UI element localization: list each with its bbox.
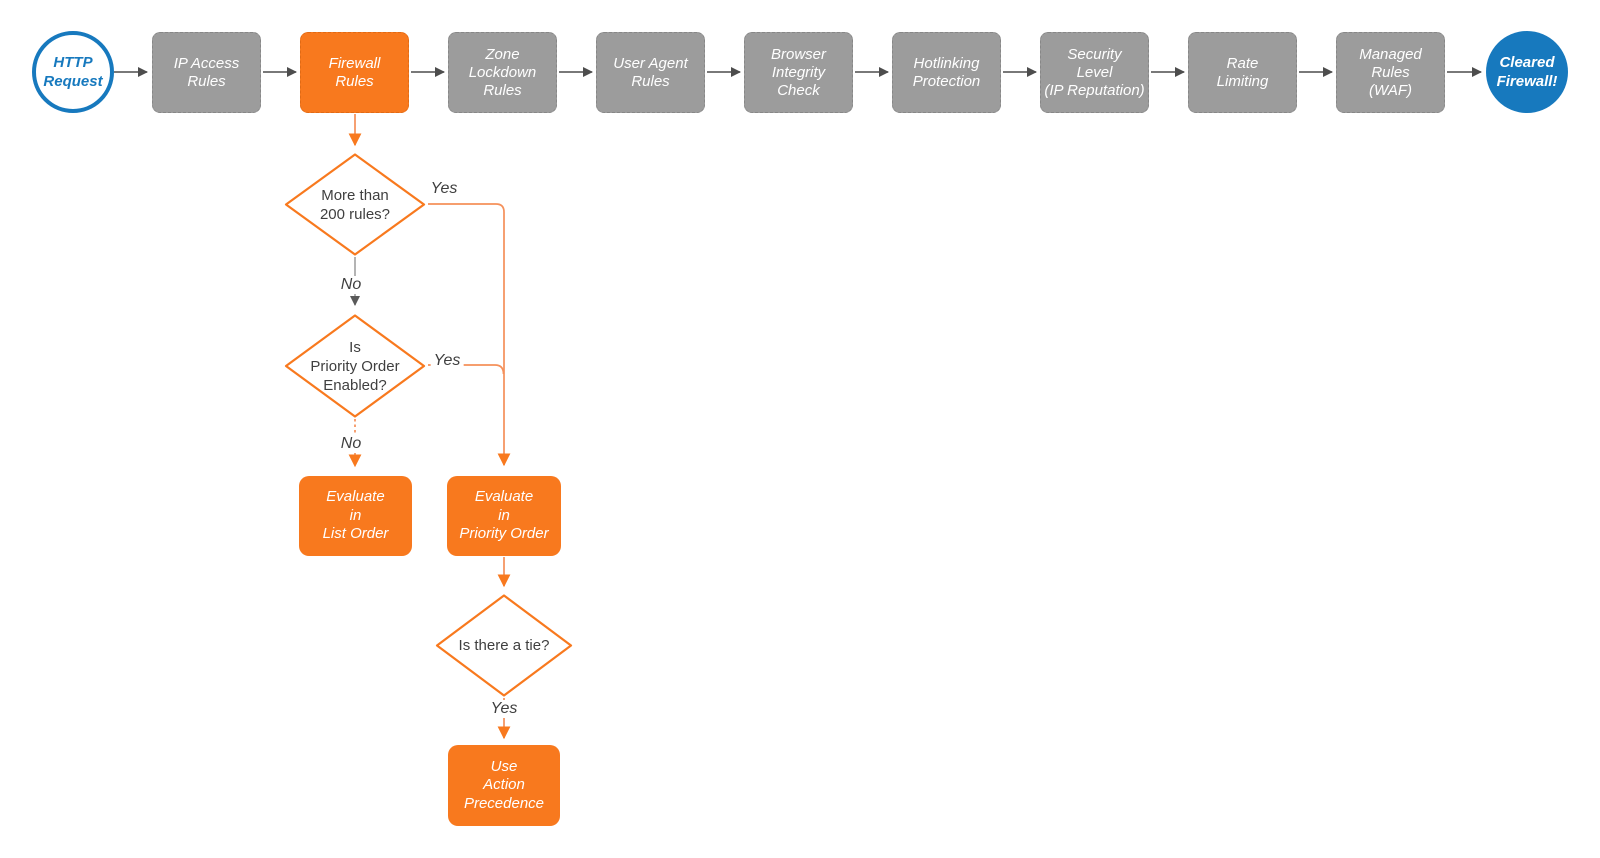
node-label: Rate Limiting — [1216, 54, 1269, 90]
diamond-shape — [284, 153, 426, 256]
node-security-level: Security Level (IP Reputation) — [1040, 32, 1149, 113]
node-label: Managed Rules (WAF) — [1359, 45, 1422, 99]
edge-label-no-2: No — [337, 435, 365, 453]
node-hotlinking-protection: Hotlinking Protection — [892, 32, 1001, 113]
node-firewall-rules: Firewall Rules — [300, 32, 409, 113]
node-zone-lockdown-rules: Zone Lockdown Rules — [448, 32, 557, 113]
decision-more-than-200-rules: More than 200 rules? — [283, 152, 427, 257]
node-label: Evaluate in Priority Order — [459, 488, 549, 543]
decision-priority-order-enabled: Is Priority Order Enabled? — [283, 313, 427, 419]
node-label: Firewall Rules — [328, 54, 381, 90]
decision-label: Is Priority Order Enabled? — [310, 338, 400, 394]
node-label: User Agent Rules — [613, 54, 688, 90]
action-use-action-precedence: Use Action Precedence — [448, 745, 560, 826]
diamond-shape — [284, 314, 426, 418]
edge-label-yes-2: Yes — [430, 352, 464, 370]
decision-label: Is there a tie? — [458, 637, 550, 654]
edge-label-yes-1: Yes — [427, 180, 461, 198]
action-evaluate-list-order: Evaluate in List Order — [299, 476, 412, 556]
node-label: HTTP Request — [43, 54, 103, 90]
diamond-shape — [435, 594, 573, 697]
node-ip-access-rules: IP Access Rules — [152, 32, 261, 113]
edge-decision1-yes — [428, 203, 511, 467]
edge-label-yes-3: Yes — [487, 700, 521, 718]
node-label: Zone Lockdown Rules — [468, 45, 537, 99]
decision-label: More than 200 rules? — [319, 186, 391, 223]
node-label: Browser Integrity Check — [770, 45, 826, 99]
node-rate-limiting: Rate Limiting — [1188, 32, 1297, 113]
node-http-request: HTTP Request — [32, 31, 114, 113]
node-label: Hotlinking Protection — [912, 54, 981, 90]
edge-label-no-1: No — [337, 276, 365, 294]
node-browser-integrity-check: Browser Integrity Check — [744, 32, 853, 113]
node-label: Use Action Precedence — [463, 757, 545, 812]
node-user-agent-rules: User Agent Rules — [596, 32, 705, 113]
action-evaluate-priority-order: Evaluate in Priority Order — [447, 476, 561, 556]
node-label: Security Level (IP Reputation) — [1044, 45, 1145, 99]
node-managed-rules-waf: Managed Rules (WAF) — [1336, 32, 1445, 113]
edge-decision2-yes — [428, 364, 505, 375]
node-label: Cleared Firewall! — [1496, 54, 1558, 90]
decision-is-there-a-tie: Is there a tie? — [434, 593, 574, 698]
node-label: IP Access Rules — [173, 54, 240, 90]
node-cleared-firewall: Cleared Firewall! — [1486, 31, 1568, 113]
node-label: Evaluate in List Order — [322, 488, 389, 543]
